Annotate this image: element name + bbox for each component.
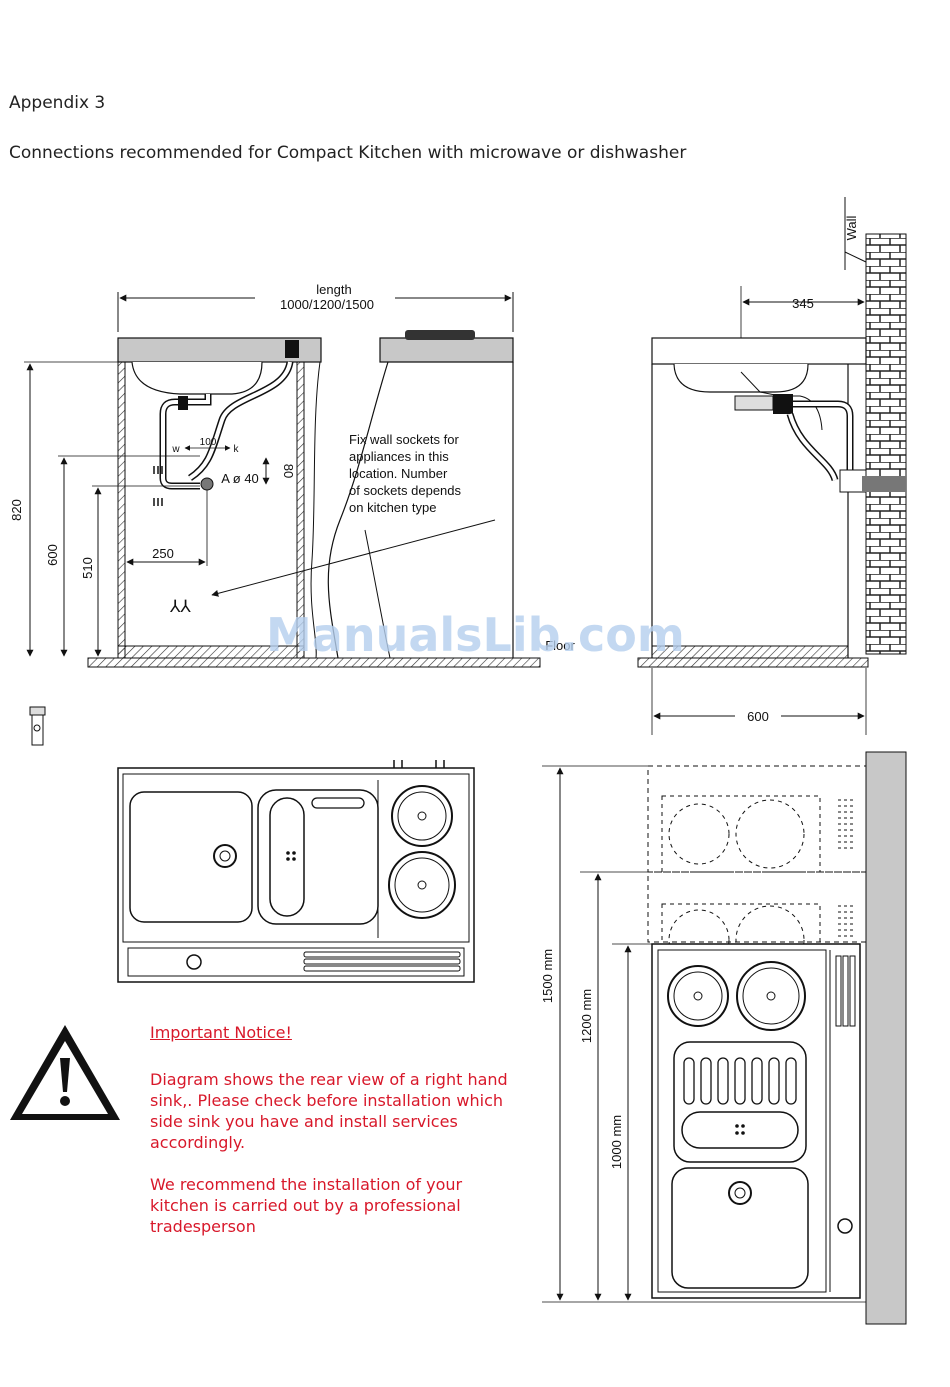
warning-icon (10, 1025, 120, 1120)
dim-1000: 1000 mm (609, 1115, 624, 1169)
dim-100: 100 (200, 437, 217, 448)
socket-symbol-icon: ⅄⅄ (169, 597, 191, 617)
floor-plan-drawing: 1500 mm 1200 mm 1000 mm (540, 751, 907, 1325)
label-w: w (171, 444, 180, 455)
dim-1200: 1200 mm (579, 989, 594, 1043)
dim-80: 80 (281, 464, 296, 478)
side-view-drawing: Wall 345 600 (637, 197, 907, 735)
dim-600: 600 (45, 544, 60, 566)
socket-note-line-5: on kitchen type (349, 500, 436, 515)
dim-1500: 1500 mm (540, 949, 555, 1003)
page-subtitle: Connections recommended for Compact Kitc… (9, 143, 687, 163)
dim-820: 820 (9, 499, 24, 521)
length-values: 1000/1200/1500 (280, 297, 374, 312)
fitting-icon (29, 706, 46, 746)
top-view-drawing (117, 760, 475, 983)
label-k: k (234, 444, 240, 455)
socket-note-line-3: location. Number (349, 466, 448, 481)
notice-paragraph-1: Diagram shows the rear view of a right h… (150, 1070, 508, 1152)
notice-paragraph-2: We recommend the installation of your ki… (150, 1175, 463, 1236)
wall-label: Wall (844, 215, 859, 240)
watermark: ManualsLib.com (266, 608, 685, 662)
dim-345: 345 (792, 296, 814, 311)
drain-label: A ø 40 (221, 471, 259, 486)
floor-label: Floor (545, 638, 575, 653)
appendix-heading: Appendix 3 (9, 93, 106, 113)
rear-view-drawing: length 1000/1200/1500 8 (9, 282, 575, 668)
length-label: length (316, 282, 351, 297)
socket-note-line-4: of sockets depends (349, 483, 462, 498)
side-dim-600: 600 (747, 709, 769, 724)
dim-510: 510 (80, 557, 95, 579)
notice-title: Important Notice! (150, 1023, 292, 1042)
dim-250: 250 (152, 546, 174, 561)
socket-note-line-2: appliances in this (349, 449, 449, 464)
socket-note-line-1: Fix wall sockets for (349, 432, 459, 447)
